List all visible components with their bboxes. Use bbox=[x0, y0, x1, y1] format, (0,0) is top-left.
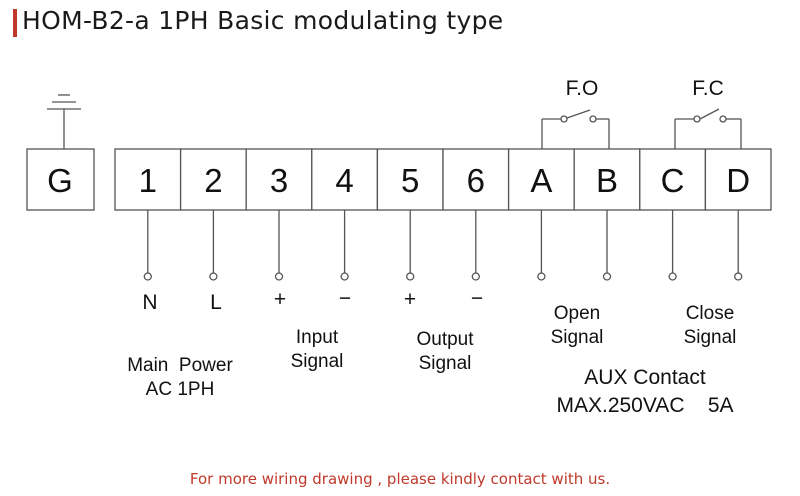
input-line2: Signal bbox=[290, 351, 344, 372]
terminal-label-b: B bbox=[596, 162, 618, 199]
main-power-label: Main Power AC 1PH bbox=[110, 354, 250, 402]
terminal-connector-4 bbox=[340, 272, 349, 281]
main-power-line2: AC 1PH bbox=[145, 379, 215, 400]
fo-switch bbox=[541, 109, 610, 149]
sign-n: N bbox=[142, 291, 158, 314]
page-title: HOM-B2-a 1PH Basic modulating type bbox=[22, 6, 504, 35]
sign-minus-input: − bbox=[338, 287, 352, 310]
input-line1: Input bbox=[295, 327, 339, 348]
terminal-connector-a bbox=[537, 272, 546, 281]
terminal-connector-2 bbox=[209, 272, 218, 281]
terminal-box-b bbox=[573, 148, 641, 211]
close-signal-label: Close Signal bbox=[668, 302, 752, 350]
terminal-label-d: D bbox=[726, 162, 750, 199]
terminal-label-c: C bbox=[661, 162, 685, 199]
main-power-line1: Main Power bbox=[127, 355, 233, 376]
terminal-box-4 bbox=[311, 148, 379, 211]
fc-switch bbox=[674, 108, 742, 149]
fc-switch-label: F.C bbox=[692, 77, 724, 100]
terminal-label-5: 5 bbox=[401, 162, 419, 199]
terminal-strip: 1 2 3 4 5 6 A B C D bbox=[114, 148, 772, 281]
terminal-label-a: A bbox=[530, 162, 552, 199]
terminal-connector-3 bbox=[274, 272, 284, 281]
terminal-connector-d bbox=[734, 272, 743, 281]
terminal-connector-5 bbox=[406, 272, 415, 281]
aux-line2: MAX.250VAC 5A bbox=[556, 394, 734, 417]
terminal-label-6: 6 bbox=[467, 162, 485, 199]
terminal-label-3: 3 bbox=[270, 162, 288, 199]
output-signal-label: Output Signal bbox=[403, 328, 487, 376]
terminal-connector-c bbox=[668, 272, 677, 281]
terminal-label-2: 2 bbox=[204, 162, 222, 199]
terminal-box-6 bbox=[442, 148, 510, 211]
sign-minus-output: − bbox=[470, 287, 484, 310]
terminal-box-1 bbox=[114, 148, 182, 211]
terminal-connector-6 bbox=[471, 272, 480, 281]
terminal-box-3 bbox=[245, 148, 313, 211]
terminal-box-d bbox=[704, 148, 772, 211]
terminal-label-1: 1 bbox=[139, 162, 157, 199]
output-line1: Output bbox=[416, 329, 474, 350]
terminal-box-a bbox=[507, 148, 575, 211]
sign-l: L bbox=[210, 291, 222, 314]
terminal-label-4: 4 bbox=[335, 162, 353, 199]
ground-terminal-label: G bbox=[47, 162, 73, 199]
close-line1: Close bbox=[685, 303, 735, 324]
sign-plus-input: + bbox=[273, 288, 287, 311]
open-line1: Open bbox=[553, 303, 601, 324]
terminal-box-2 bbox=[179, 148, 247, 211]
open-signal-label: Open Signal bbox=[535, 302, 619, 350]
footer-note: For more wiring drawing , please kindly … bbox=[189, 470, 611, 488]
input-signal-label: Input Signal bbox=[275, 326, 359, 374]
output-line2: Signal bbox=[418, 353, 472, 374]
terminal-box-c bbox=[639, 148, 707, 211]
ground-terminal-box bbox=[26, 148, 95, 211]
open-line2: Signal bbox=[550, 327, 604, 348]
sign-plus-output: + bbox=[403, 288, 417, 311]
terminal-connector-b bbox=[602, 272, 612, 281]
aux-line1: AUX Contact bbox=[584, 366, 706, 389]
fo-switch-label: F.O bbox=[566, 77, 599, 100]
ground-symbol-icon bbox=[47, 94, 81, 149]
title-accent-bar bbox=[13, 9, 17, 37]
aux-contact-label: AUX Contact MAX.250VAC 5A bbox=[530, 364, 760, 420]
close-line2: Signal bbox=[683, 327, 737, 348]
terminal-connector-1 bbox=[143, 272, 152, 281]
